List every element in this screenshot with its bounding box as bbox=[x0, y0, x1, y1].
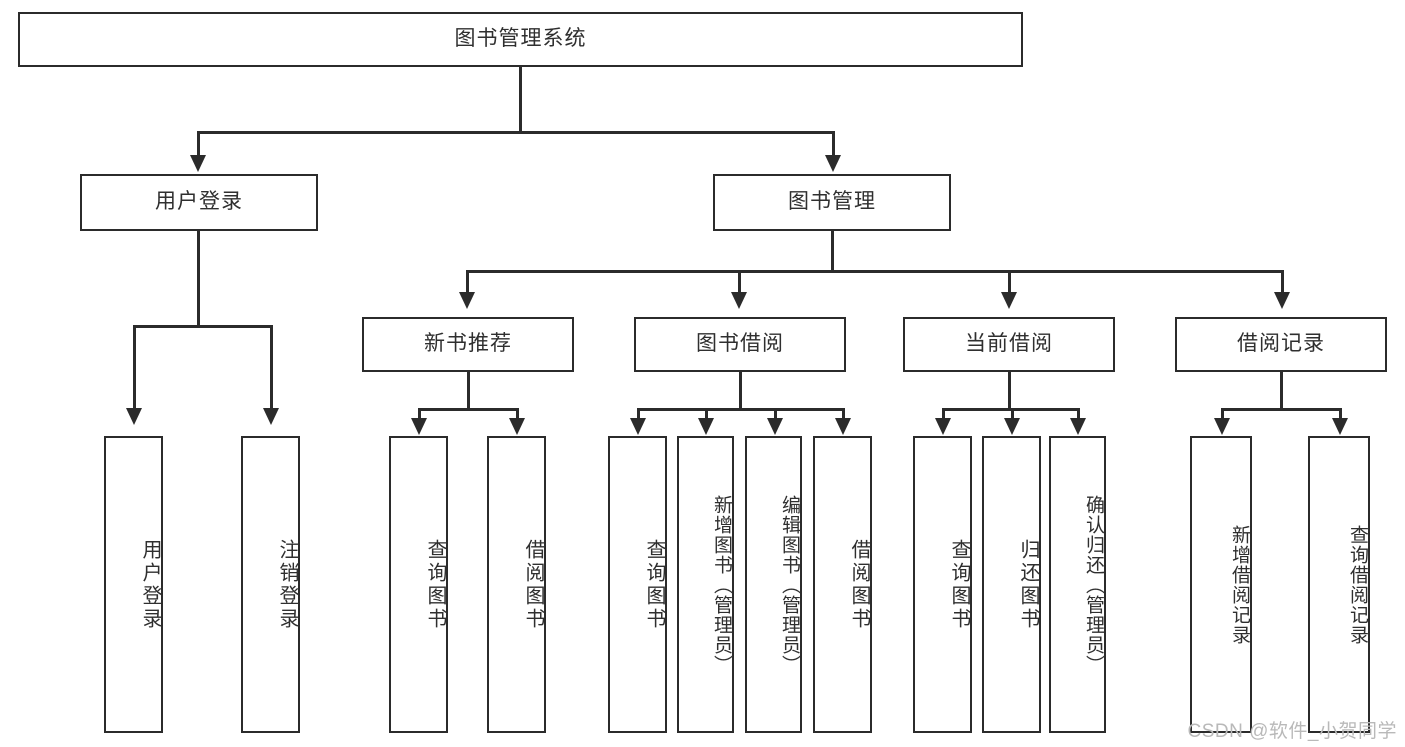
arrowhead-br-leaf-2 bbox=[1332, 418, 1348, 435]
node-label: 查询图书 bbox=[643, 538, 665, 631]
leaf-cb-query-book[interactable]: 查询图书 bbox=[913, 436, 972, 733]
connector-root-stem bbox=[519, 67, 522, 131]
connector-user-login-drop-2 bbox=[270, 325, 273, 410]
connector-cb-drop-3 bbox=[1077, 408, 1080, 420]
leaf-nbr-borrow-book[interactable]: 借阅图书 bbox=[487, 436, 546, 733]
connector-br-stem bbox=[1280, 372, 1283, 411]
node-label: 图书管理 bbox=[788, 190, 876, 214]
arrowhead-bb-leaf-2 bbox=[698, 418, 714, 435]
arrowhead-br-leaf-1 bbox=[1214, 418, 1230, 435]
leaf-bb-add-book-admin[interactable]: 新增图书（管理员） bbox=[677, 436, 734, 733]
connector-user-login-bus bbox=[133, 325, 273, 328]
connector-bm-drop-1 bbox=[466, 270, 469, 294]
connector-bm-drop-4 bbox=[1281, 270, 1284, 294]
leaf-bb-borrow-book[interactable]: 借阅图书 bbox=[813, 436, 872, 733]
arrowhead-cb-leaf-2 bbox=[1004, 418, 1020, 435]
connector-root-bus bbox=[197, 131, 834, 134]
connector-br-bus bbox=[1221, 408, 1342, 411]
node-label: 当前借阅 bbox=[965, 332, 1053, 356]
connector-root-drop-1 bbox=[197, 131, 200, 158]
node-label: 借阅图书 bbox=[522, 538, 544, 631]
connector-cb-stem bbox=[1008, 372, 1011, 411]
node-label: 查询图书 bbox=[948, 538, 970, 631]
node-root-book-management-system[interactable]: 图书管理系统 bbox=[18, 12, 1023, 67]
leaf-nbr-query-book[interactable]: 查询图书 bbox=[389, 436, 448, 733]
arrowhead-to-current-borrow bbox=[1001, 292, 1017, 309]
arrowhead-to-book-management bbox=[825, 155, 841, 172]
connector-cb-drop-1 bbox=[942, 408, 945, 420]
connector-bb-drop-2 bbox=[705, 408, 708, 420]
connector-br-drop-1 bbox=[1221, 408, 1224, 420]
node-label: 新书推荐 bbox=[424, 332, 512, 356]
arrowhead-nbr-leaf-1 bbox=[411, 418, 427, 435]
arrowhead-bb-leaf-1 bbox=[630, 418, 646, 435]
arrowhead-to-book-borrow bbox=[731, 292, 747, 309]
node-user-login[interactable]: 用户登录 bbox=[80, 174, 318, 231]
node-label: 新增借阅记录 bbox=[1229, 524, 1250, 645]
connector-nbr-bus bbox=[418, 408, 519, 411]
leaf-cb-confirm-return-admin[interactable]: 确认归还（管理员） bbox=[1049, 436, 1106, 733]
node-label: 新增图书（管理员） bbox=[711, 494, 732, 675]
arrowhead-to-user-login bbox=[190, 155, 206, 172]
node-label: 注销登录 bbox=[276, 538, 298, 631]
node-new-book-recommend[interactable]: 新书推荐 bbox=[362, 317, 574, 372]
leaf-bb-query-book[interactable]: 查询图书 bbox=[608, 436, 667, 733]
node-borrow-record[interactable]: 借阅记录 bbox=[1175, 317, 1387, 372]
connector-nbr-drop-1 bbox=[418, 408, 421, 420]
arrowhead-nbr-leaf-2 bbox=[509, 418, 525, 435]
connector-cb-bus bbox=[942, 408, 1079, 411]
arrowhead-to-leaf-user-login bbox=[126, 408, 142, 425]
leaf-cb-return-book[interactable]: 归还图书 bbox=[982, 436, 1041, 733]
node-label: 编辑图书（管理员） bbox=[779, 494, 800, 675]
connector-user-login-drop-1 bbox=[133, 325, 136, 410]
connector-nbr-stem bbox=[467, 372, 470, 411]
connector-book-management-stem bbox=[831, 231, 834, 273]
connector-bm-drop-3 bbox=[1008, 270, 1011, 294]
node-label: 用户登录 bbox=[155, 190, 243, 214]
leaf-br-add-record[interactable]: 新增借阅记录 bbox=[1190, 436, 1252, 733]
arrowhead-cb-leaf-3 bbox=[1070, 418, 1086, 435]
arrowhead-to-borrow-record bbox=[1274, 292, 1290, 309]
leaf-bb-edit-book-admin[interactable]: 编辑图书（管理员） bbox=[745, 436, 802, 733]
arrowhead-to-leaf-logout bbox=[263, 408, 279, 425]
node-label: 借阅图书 bbox=[848, 538, 870, 631]
node-book-management[interactable]: 图书管理 bbox=[713, 174, 951, 231]
node-label: 查询借阅记录 bbox=[1347, 524, 1368, 645]
connector-bb-drop-4 bbox=[842, 408, 845, 420]
arrowhead-cb-leaf-1 bbox=[935, 418, 951, 435]
node-label: 借阅记录 bbox=[1237, 332, 1325, 356]
node-label: 归还图书 bbox=[1017, 538, 1039, 631]
connector-br-drop-2 bbox=[1339, 408, 1342, 420]
connector-bb-drop-1 bbox=[637, 408, 640, 420]
connector-bb-drop-3 bbox=[774, 408, 777, 420]
node-label: 查询图书 bbox=[424, 538, 446, 631]
watermark-text: CSDN @软件_小贺同学 bbox=[1187, 721, 1397, 742]
node-current-borrow[interactable]: 当前借阅 bbox=[903, 317, 1115, 372]
arrowhead-bb-leaf-4 bbox=[835, 418, 851, 435]
node-label: 确认归还（管理员） bbox=[1083, 494, 1104, 675]
connector-root-drop-2 bbox=[832, 131, 835, 158]
connector-nbr-drop-2 bbox=[516, 408, 519, 420]
arrowhead-to-new-book-recommend bbox=[459, 292, 475, 309]
connector-user-login-stem bbox=[197, 231, 200, 328]
node-book-borrow[interactable]: 图书借阅 bbox=[634, 317, 846, 372]
leaf-br-query-record[interactable]: 查询借阅记录 bbox=[1308, 436, 1370, 733]
leaf-user-login[interactable]: 用户登录 bbox=[104, 436, 163, 733]
connector-book-management-bus bbox=[466, 270, 1284, 273]
connector-bm-drop-2 bbox=[738, 270, 741, 294]
connector-bb-bus bbox=[637, 408, 845, 411]
connector-cb-drop-2 bbox=[1011, 408, 1014, 420]
connector-bb-stem bbox=[739, 372, 742, 411]
node-label: 图书管理系统 bbox=[454, 27, 587, 51]
node-label: 图书借阅 bbox=[696, 332, 784, 356]
node-label: 用户登录 bbox=[139, 538, 161, 631]
arrowhead-bb-leaf-3 bbox=[767, 418, 783, 435]
leaf-logout[interactable]: 注销登录 bbox=[241, 436, 300, 733]
